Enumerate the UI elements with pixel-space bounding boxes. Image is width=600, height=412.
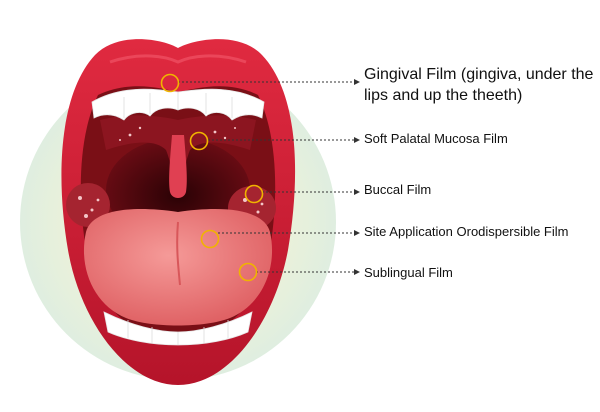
label-buccal-film: Buccal Film [364, 182, 432, 197]
lower-teeth-gaps [127, 320, 229, 345]
marker-sublingual [238, 262, 258, 282]
marker-orodispersible [200, 229, 220, 249]
tongue-midline [176, 221, 181, 286]
label-soft-palatal-film: Soft Palatal Mucosa Film [364, 131, 508, 146]
upper-teeth-gaps [123, 92, 233, 118]
lower-teeth [103, 311, 253, 346]
label-gingival-film: Gingival Film (gingiva, under the lips a… [364, 66, 594, 104]
left-buccal-mucosa [66, 183, 110, 227]
label-orodispersible-film: Site Application Orodispersible Film [364, 224, 569, 239]
label-sublingual-film: Sublingual Film [364, 265, 453, 280]
lip-highlight [109, 54, 247, 64]
leader-lines [178, 81, 358, 273]
marker-buccal [244, 184, 264, 204]
leader-arrowheads [354, 79, 360, 275]
marker-palatal [189, 131, 209, 151]
uvula [169, 135, 187, 198]
marker-gingival [160, 73, 180, 93]
